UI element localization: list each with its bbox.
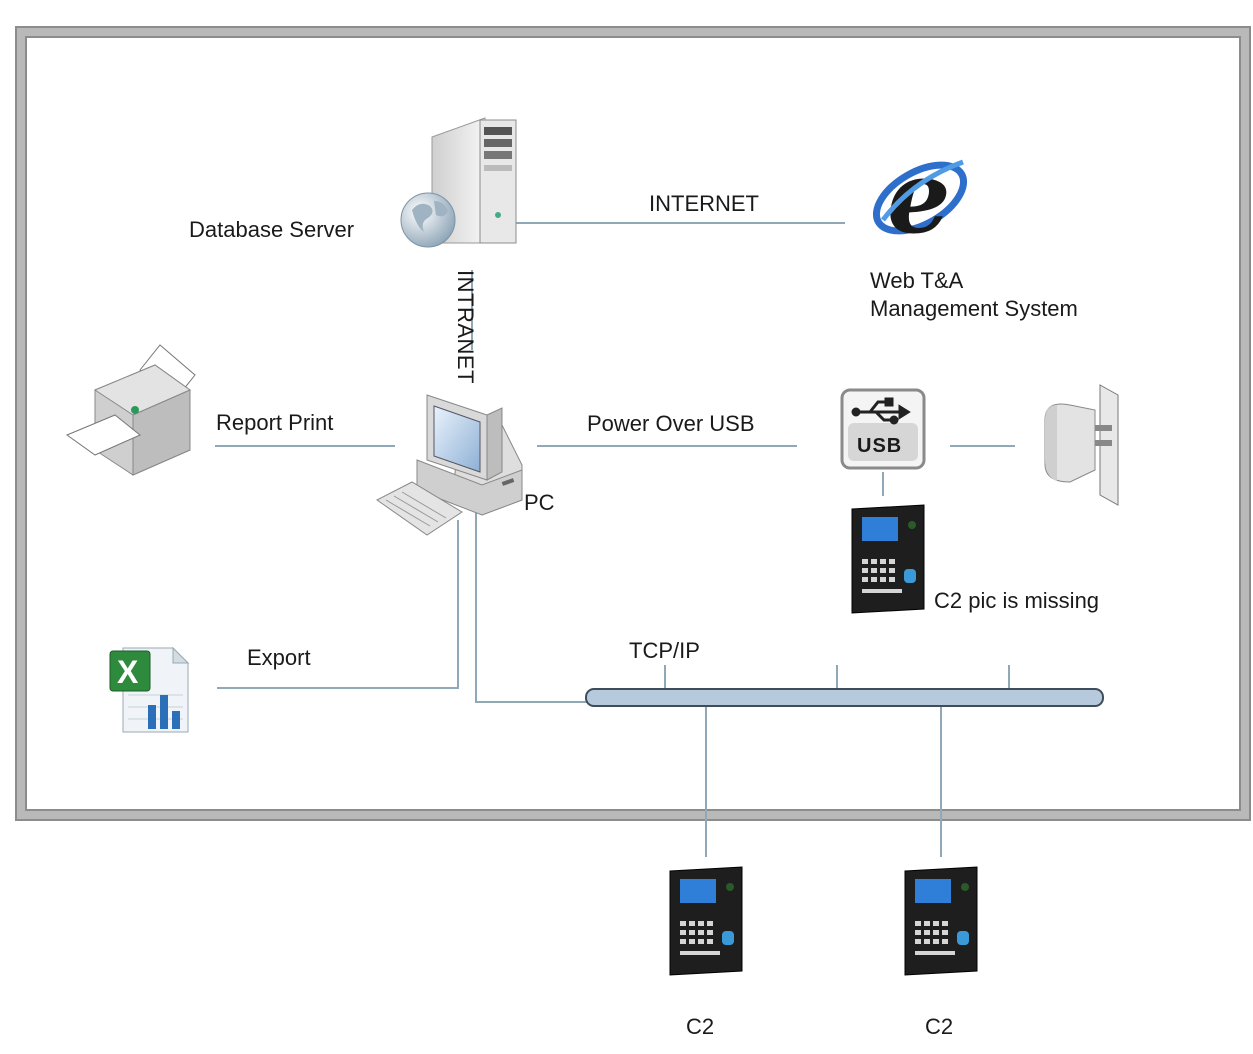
pc-label: PC (524, 490, 555, 515)
database-server-label: Database Server (189, 217, 355, 242)
pc-bus-link (475, 512, 588, 703)
c2-terminal-icon (669, 866, 743, 976)
tcpip-label: TCP/IP (629, 638, 700, 663)
internet-explorer-icon: e (872, 150, 968, 250)
web-ta-label-line2: Management System (870, 296, 1078, 321)
c2-missing-label: C2 pic is missing (934, 588, 1100, 613)
diagram-frame (17, 28, 1249, 819)
report-print-label: Report Print (216, 410, 334, 435)
svg-text:X: X (117, 654, 139, 690)
export-link (217, 520, 459, 689)
c2-right-label: C2 (925, 1014, 954, 1039)
power-over-usb-label: Power Over USB (587, 411, 755, 436)
intranet-label: INTRANET (453, 270, 478, 384)
c2-terminal-icon (851, 504, 925, 614)
usb-icon (840, 388, 926, 470)
svg-text:e: e (887, 150, 951, 250)
database-server-icon (400, 117, 517, 248)
c2-left-label: C2 (686, 1014, 715, 1039)
tcpip-bus (585, 688, 1104, 707)
power-adapter-icon (1044, 384, 1119, 506)
desktop-pc-icon (376, 394, 523, 536)
export-label: Export (247, 645, 311, 670)
usb-badge-label: USB (857, 435, 903, 457)
web-ta-label-line1: Web T&A (870, 268, 964, 293)
internet-label: INTERNET (649, 191, 759, 216)
excel-export-icon: X (109, 646, 190, 733)
printer-icon (65, 344, 196, 476)
c2-terminal-icon (904, 866, 978, 976)
